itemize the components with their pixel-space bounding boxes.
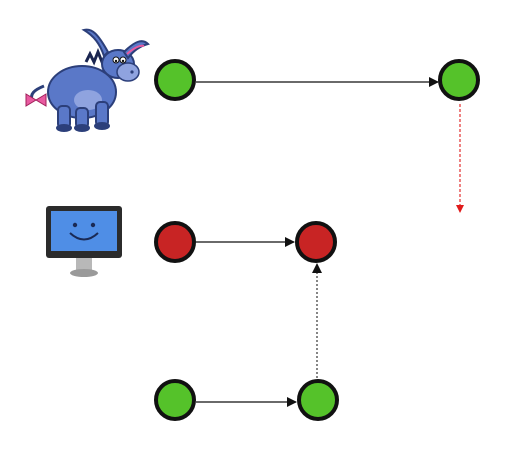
node-n6[interactable] bbox=[297, 379, 339, 421]
edge-layer bbox=[196, 77, 464, 407]
node-n5[interactable] bbox=[154, 379, 196, 421]
node-n3[interactable] bbox=[154, 221, 196, 263]
computer-monitor-icon bbox=[46, 206, 122, 277]
bow-icon bbox=[25, 93, 47, 107]
node-n1[interactable] bbox=[154, 59, 196, 101]
node-n2[interactable] bbox=[438, 59, 480, 101]
donkey-character-icon bbox=[25, 28, 150, 132]
node-n4[interactable] bbox=[295, 221, 337, 263]
node-layer bbox=[154, 59, 480, 421]
